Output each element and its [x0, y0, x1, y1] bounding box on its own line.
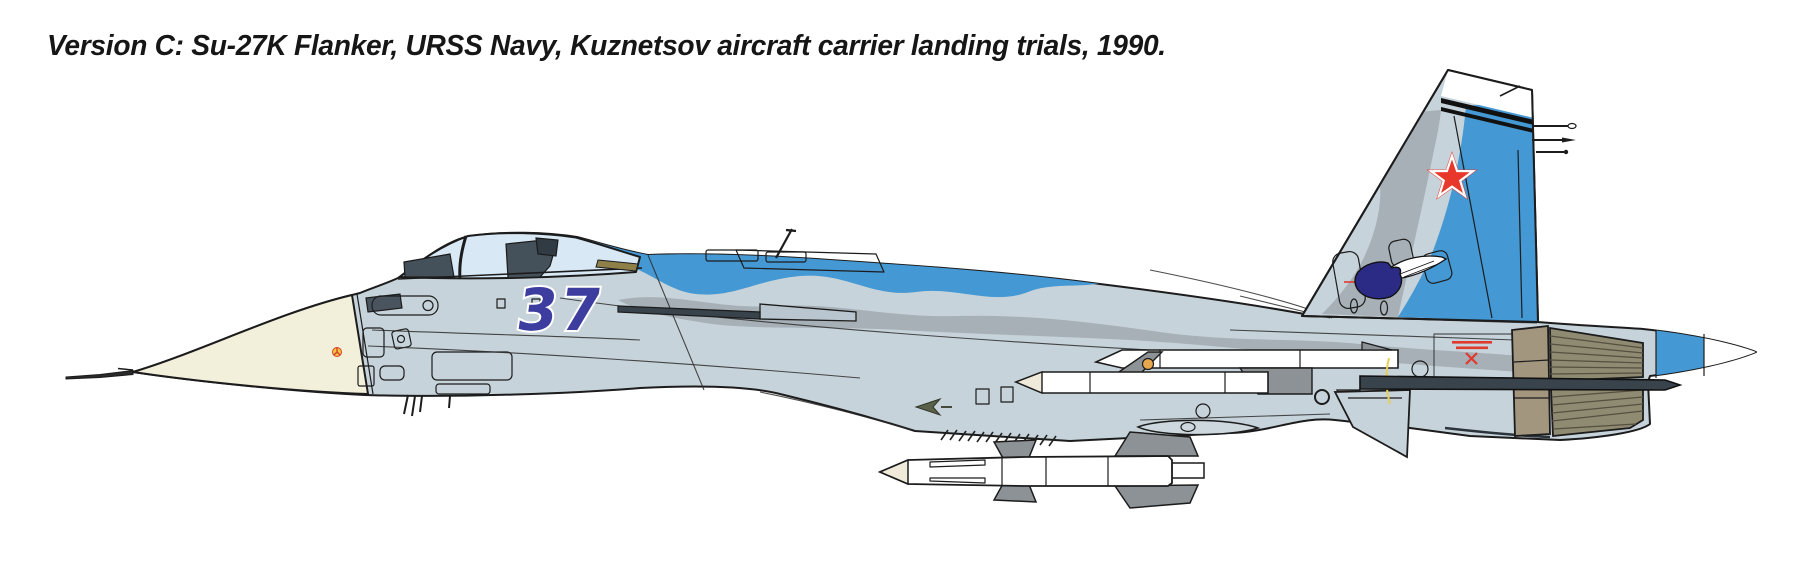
canopy — [397, 232, 643, 280]
rudder-hinge-line — [1453, 115, 1493, 319]
canopy-sill — [397, 267, 643, 280]
seat-headrest — [535, 237, 559, 257]
gear-fairing-pod — [1136, 419, 1261, 436]
canopy-hinge — [595, 259, 639, 272]
caption: Version C: Su-27K Flanker, URSS Navy, Ku… — [47, 30, 1166, 62]
intake-chevron-marking — [914, 397, 942, 417]
forward-fuselage-details — [357, 293, 541, 417]
camo-blue-boom — [1656, 330, 1704, 378]
horizontal-stabilizer — [1359, 375, 1683, 391]
intake-details — [914, 360, 1551, 447]
fin-white-tip — [1441, 70, 1534, 118]
fin-camo-gray — [1322, 110, 1441, 317]
missile-fin — [1113, 431, 1200, 457]
engine-nozzles — [1511, 324, 1705, 437]
arrestor-hook-line — [1444, 426, 1551, 439]
radome — [132, 293, 374, 395]
bort-number: 37 — [511, 274, 611, 346]
missile-r27-lower — [877, 431, 1205, 509]
missile-fin — [1361, 341, 1393, 351]
missile-nose-tip — [878, 458, 909, 486]
fin-tip-stripes — [1441, 98, 1534, 133]
red-star-marking — [1426, 151, 1478, 200]
svg-text:37: 37 — [513, 276, 609, 344]
missile-r27-recessed-front — [1013, 351, 1269, 395]
spine-antenna — [775, 228, 797, 259]
fin-top-antennas — [1499, 85, 1577, 155]
far-wingtip-rail — [617, 303, 857, 322]
missile-fin — [1113, 484, 1200, 509]
naval-wings-emblem — [1344, 255, 1448, 300]
missile-body — [877, 455, 1173, 487]
nose-roundel-marking — [332, 347, 342, 357]
instrument-cowl — [403, 253, 455, 278]
nose-antenna-probes — [403, 394, 451, 417]
landing-flap — [1333, 389, 1411, 459]
tail-fin — [1301, 69, 1577, 323]
pitot-probe — [65, 367, 134, 380]
